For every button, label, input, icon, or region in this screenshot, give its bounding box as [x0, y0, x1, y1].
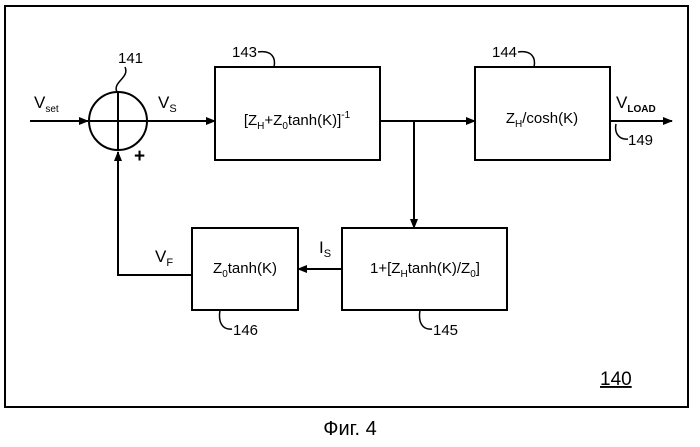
ref-149: 149 [628, 132, 653, 149]
leader-143 [258, 52, 274, 67]
ref-144: 144 [492, 44, 517, 61]
svg-text:Z0tanh(K): Z0tanh(K) [213, 260, 277, 280]
block-146: Z0tanh(K) [192, 228, 298, 310]
vs-label: VS [158, 93, 177, 115]
summer-plus-sign: + [134, 146, 145, 167]
ref-146: 146 [233, 322, 258, 339]
summing-junction: + 141 [89, 50, 147, 167]
summer-leader-line [116, 67, 126, 92]
block-143: [ZH+Z0tanh(K)]-1 [215, 67, 380, 160]
is-label: IS [319, 238, 331, 260]
leader-145 [420, 310, 433, 329]
leader-146 [220, 310, 233, 329]
vf-label: VF [155, 247, 173, 269]
svg-text:1+[ZHtanh(K)/Z0]: 1+[ZHtanh(K)/Z0] [370, 260, 480, 280]
leader-144 [518, 52, 534, 67]
svg-text:[ZH+Z0tanh(K)]-1: [ZH+Z0tanh(K)]-1 [244, 110, 351, 132]
vload-label: VLOAD [616, 93, 656, 115]
summer-ref-141: 141 [118, 50, 143, 67]
figure-caption: Фиг. 4 [0, 418, 700, 441]
ref-145: 145 [433, 322, 458, 339]
block-144: ZH/cosh(K) [475, 67, 610, 160]
vset-label: Vset [34, 93, 59, 115]
block-145: 1+[ZHtanh(K)/Z0] [342, 228, 507, 310]
figure-number: 140 [600, 369, 632, 390]
leader-149 [616, 124, 628, 139]
ref-143: 143 [232, 44, 257, 61]
svg-text:ZH/cosh(K): ZH/cosh(K) [506, 110, 578, 130]
